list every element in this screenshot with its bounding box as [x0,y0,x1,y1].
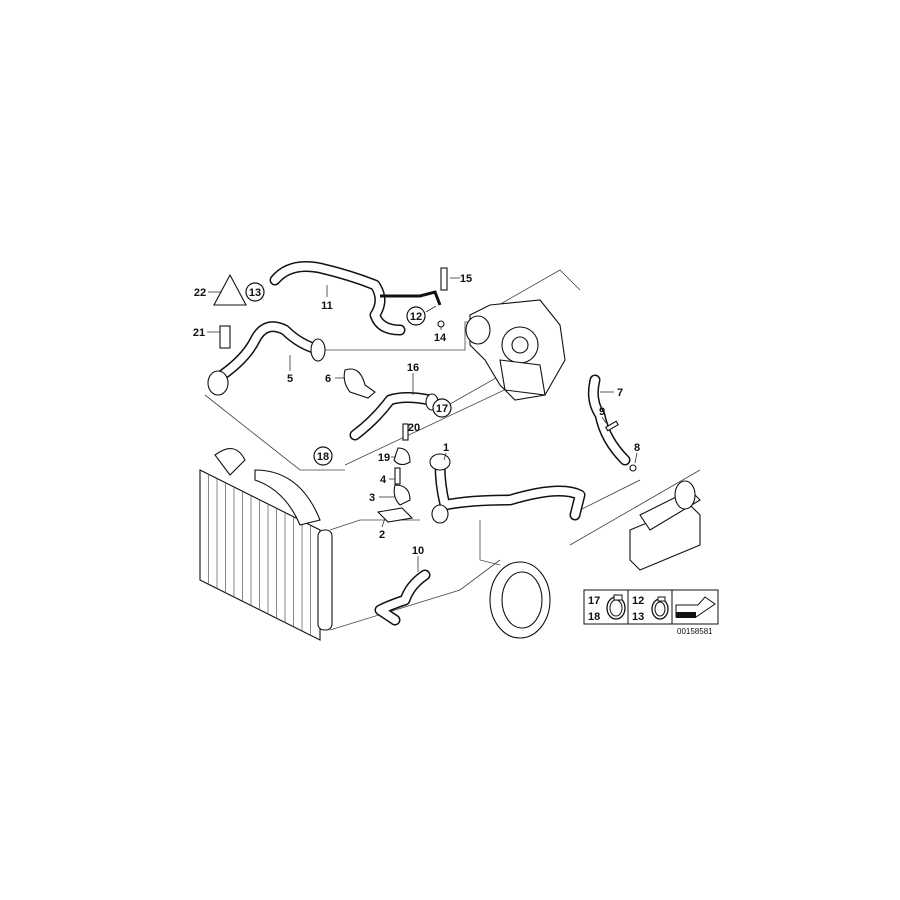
leader-lines [207,277,638,572]
part-label-20: 20 [408,422,420,434]
intake-ring [489,561,551,639]
hose-clamp-icon [606,594,626,620]
part-label-10: 10 [412,545,424,557]
washer-8 [629,464,637,472]
part-label-19: 19 [378,452,390,464]
part-label-21: 21 [193,327,205,339]
thermostat-housing [465,299,566,401]
part-label-17: 17 [436,403,448,415]
legend-label-18: 18 [588,611,600,623]
part-label-13: 13 [249,287,261,299]
arrow-shim-icon [675,596,716,618]
connection-lines [204,269,701,631]
part-label-12: 12 [410,311,422,323]
part-label-11: 11 [321,300,333,312]
part-label-14: 14 [434,332,447,344]
label-circle-13 [245,282,265,302]
label-circle-18 [313,446,333,466]
part-label-5: 5 [287,373,293,385]
part-label-15: 15 [460,273,472,285]
clamp-3 [393,484,411,506]
part-label-6: 6 [325,373,331,385]
bolt-9 [605,420,619,432]
part-label-9: 9 [599,406,605,418]
hose-clamp-icon [651,596,669,620]
bolt-20 [402,423,409,441]
diagram-number: 00158581 [677,627,713,636]
hoses [207,261,631,626]
legend-label-17: 17 [588,595,600,607]
label-circle-12 [406,306,426,326]
part-label-7: 7 [617,387,623,399]
part-label-2: 2 [379,529,385,541]
warning-triangle-icon [213,273,247,306]
part-label-22: 22 [194,287,206,299]
bolt-15 [440,267,448,291]
part-label-3: 3 [369,492,375,504]
oil-cooler [629,480,701,571]
legend-label-13: 13 [632,611,644,623]
washer-14 [437,320,445,328]
clamp-19 [393,447,411,466]
label-circle-17 [432,398,452,418]
bracket-6 [343,368,376,399]
part-label-8: 8 [634,442,640,454]
part-label-1: 1 [443,442,449,454]
part-label-4: 4 [380,474,387,486]
legend-box: 17 18 12 13 00158581 [583,589,719,636]
legend-label-12: 12 [632,595,644,607]
part-label-16: 16 [407,362,419,374]
radiator [199,448,333,641]
small-parts [213,267,637,523]
part-label-18: 18 [317,451,329,463]
bolt-4 [394,467,401,485]
sensor-21 [219,325,231,349]
